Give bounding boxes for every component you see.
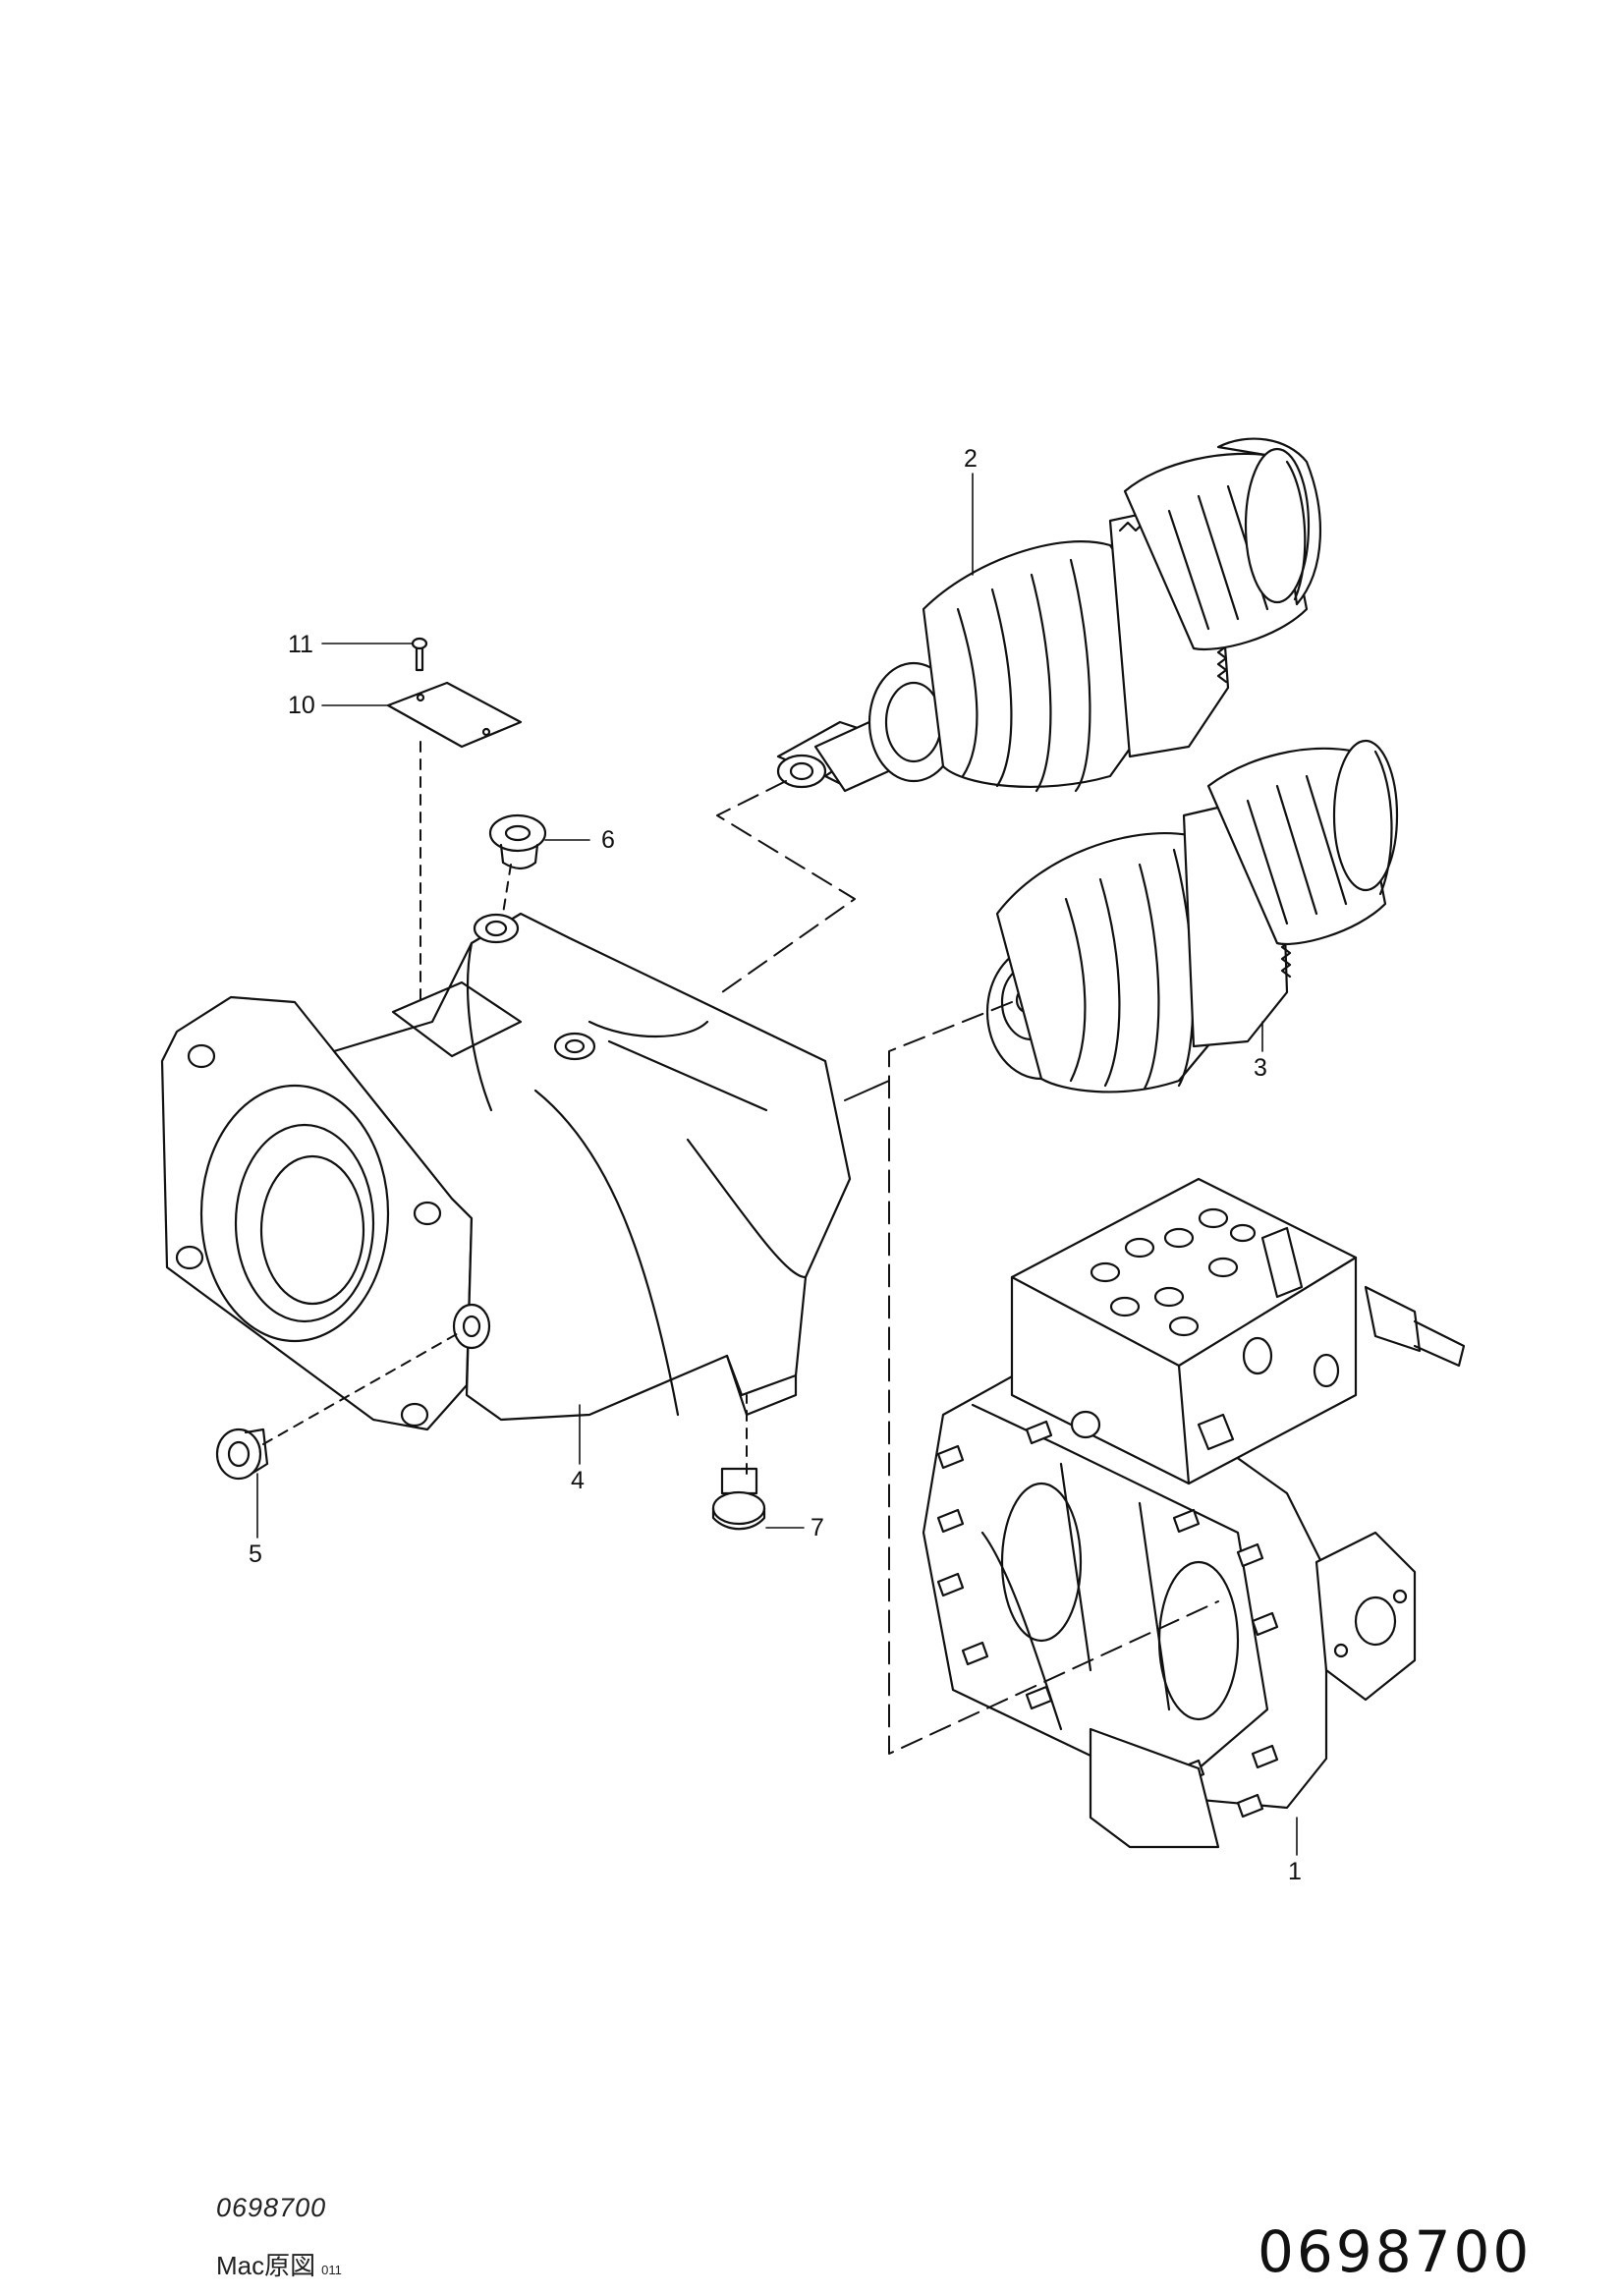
callout-5: 5 bbox=[249, 1540, 262, 1568]
callout-6: 6 bbox=[601, 826, 615, 854]
callout-11: 11 bbox=[288, 631, 313, 658]
mac-original-label: Mac原図 011 bbox=[216, 2246, 342, 2282]
valve-fittings bbox=[1090, 1207, 1257, 1337]
callout-3: 3 bbox=[1254, 1054, 1267, 1082]
part-1-port-plate-valve-block bbox=[922, 1177, 1466, 1849]
callout-1: 1 bbox=[1288, 1858, 1302, 1885]
mac-label-text: Mac原図 bbox=[216, 2251, 316, 2280]
part-6-plug bbox=[488, 813, 547, 870]
part-10-name-plate bbox=[386, 681, 523, 749]
revision-number: 011 bbox=[321, 2263, 342, 2277]
part-5-plug bbox=[215, 1428, 269, 1481]
callout-2: 2 bbox=[964, 445, 978, 473]
drawing-code-small: 0698700 bbox=[216, 2193, 327, 2222]
callout-10: 10 bbox=[288, 692, 315, 719]
part-4-motor-housing bbox=[160, 912, 852, 1431]
callout-4: 4 bbox=[571, 1467, 585, 1494]
drawing-code-large: 0698700 bbox=[1258, 2218, 1533, 2285]
part-2-drive-shaft-assembly bbox=[776, 437, 1322, 793]
leader-lines bbox=[256, 473, 1298, 1856]
part-3-rotary-group-assembly bbox=[985, 739, 1399, 1093]
callout-7: 7 bbox=[811, 1514, 824, 1541]
part-7-plug bbox=[711, 1467, 766, 1531]
assembly-lines bbox=[262, 741, 1219, 1755]
part-11-screw bbox=[411, 637, 428, 672]
